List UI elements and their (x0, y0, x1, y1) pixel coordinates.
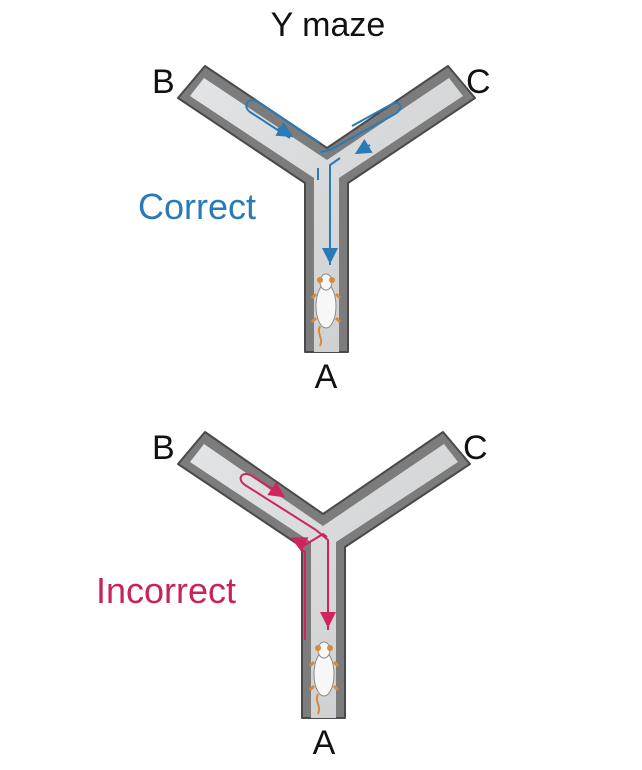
maze-floor (190, 444, 458, 718)
path-trace (239, 473, 336, 640)
path-trace (245, 99, 402, 265)
arm-label-b: B (152, 63, 175, 101)
arm-label-b: B (152, 429, 175, 467)
maze-panel-incorrect: B C A Incorrect (96, 429, 488, 762)
condition-label-incorrect: Incorrect (96, 570, 236, 611)
arm-label-c: C (463, 429, 488, 467)
arm-label-a: A (313, 724, 336, 762)
maze-floor (190, 78, 463, 352)
arm-label-a: A (315, 358, 338, 396)
condition-label-correct: Correct (138, 186, 256, 227)
arm-label-c: C (466, 63, 491, 101)
mouse-icon (310, 273, 342, 347)
figure-title: Y maze (271, 6, 386, 44)
maze-panel-correct: B C A Correct (138, 63, 491, 396)
mouse-icon (308, 641, 340, 715)
